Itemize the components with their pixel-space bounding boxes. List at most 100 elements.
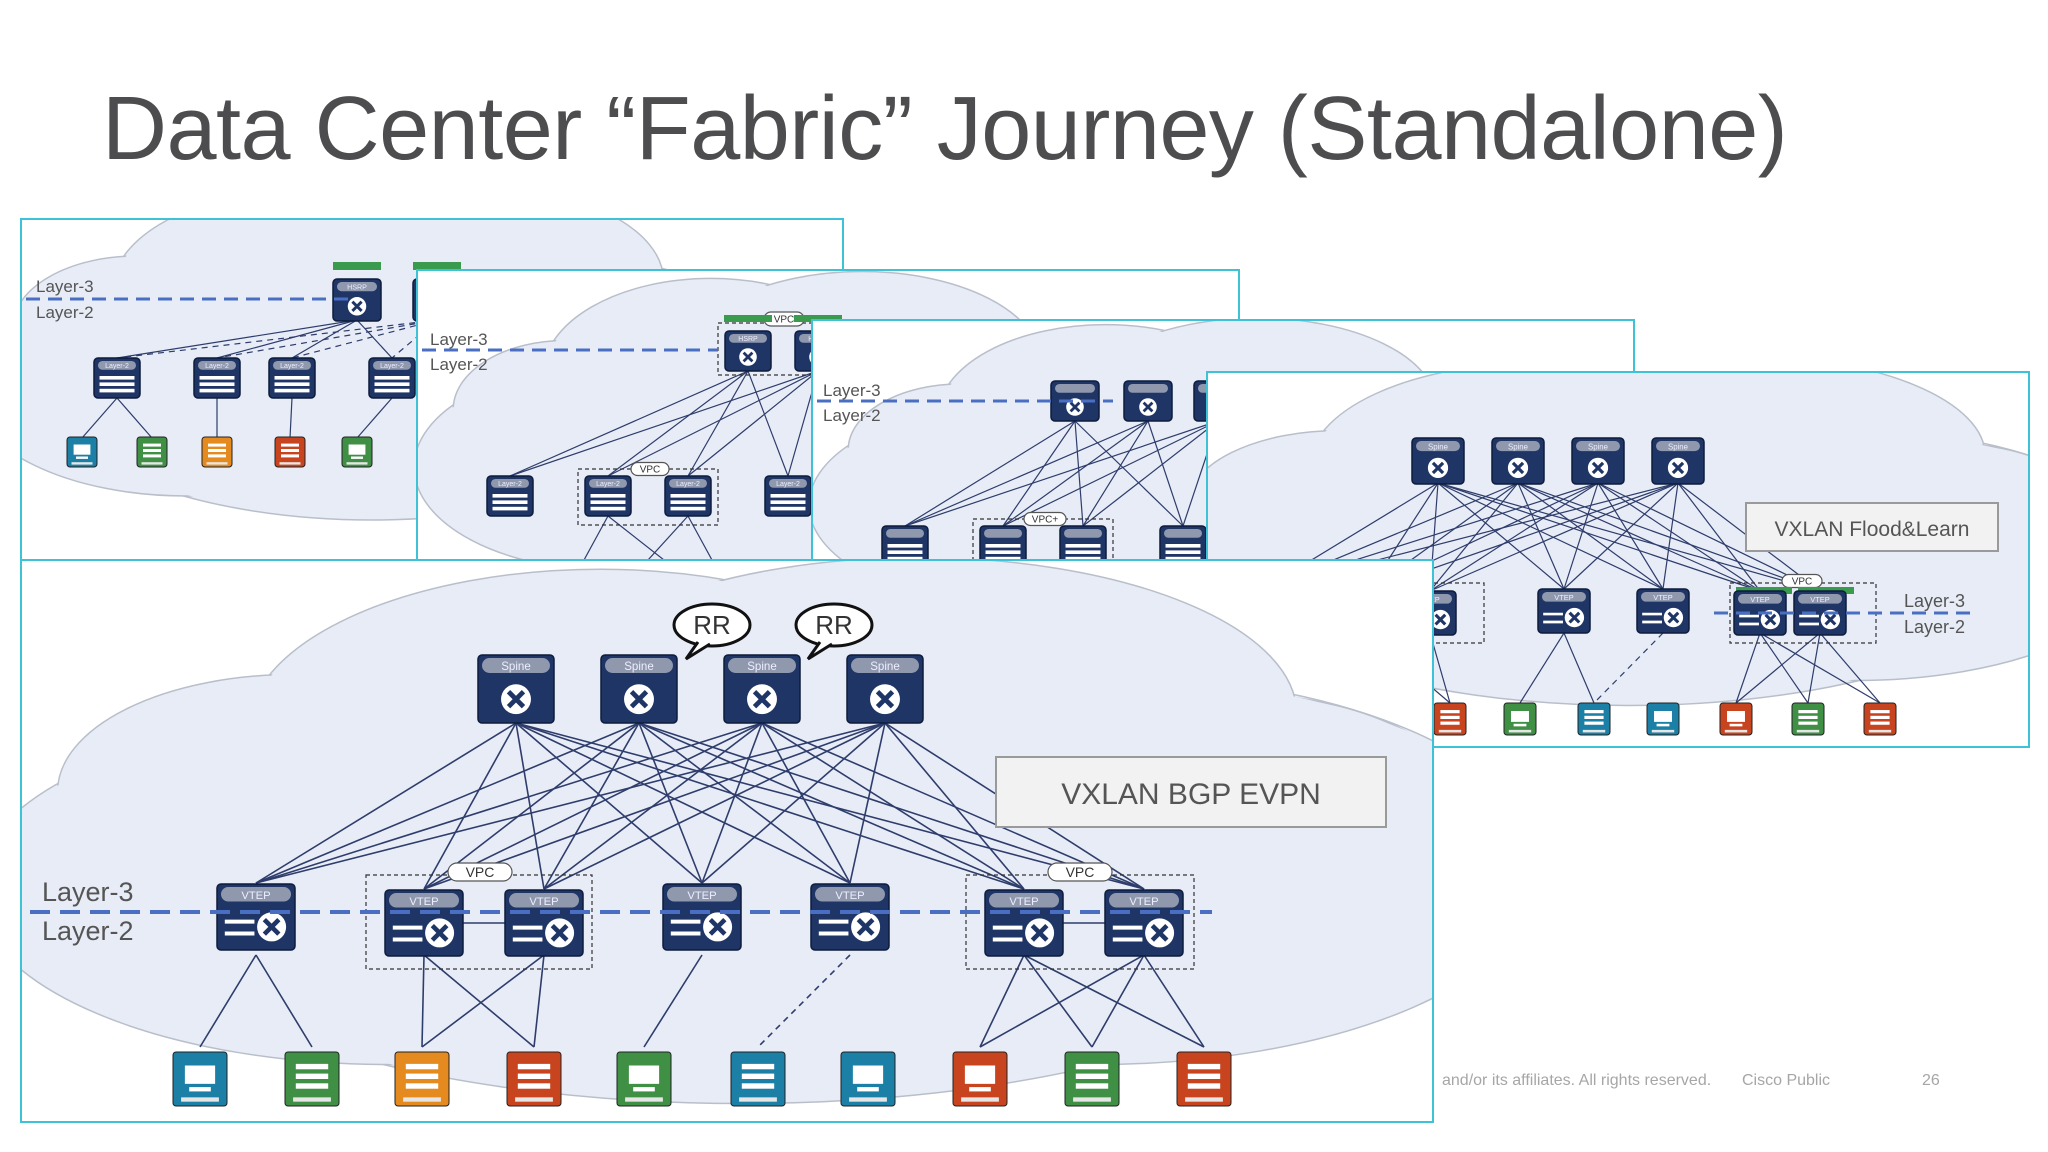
layer2-label: Layer-2 <box>36 303 94 322</box>
network-link <box>1147 420 1184 527</box>
svg-text:Layer-2: Layer-2 <box>498 481 522 488</box>
svg-text:Spine: Spine <box>624 661 654 673</box>
network-link <box>255 722 886 884</box>
network-link <box>701 722 886 884</box>
network-link <box>255 722 517 884</box>
layer3-label: Layer-3 <box>42 877 134 907</box>
network-link <box>849 722 886 884</box>
network-link <box>1143 954 1205 1048</box>
network-link <box>255 954 313 1048</box>
network-link <box>1517 482 1664 590</box>
footer-page-number: 26 <box>1922 1072 1940 1089</box>
svg-text:VTEP: VTEP <box>1009 896 1038 908</box>
network-link <box>289 397 293 439</box>
spine-switch-icon: Spine <box>477 654 555 724</box>
network-link <box>255 722 763 884</box>
network-link <box>1091 954 1145 1048</box>
vpc-tag: VPC <box>447 862 513 882</box>
vtep-switch-icon: VTEP <box>810 883 890 951</box>
svg-text:VPC: VPC <box>1792 577 1813 588</box>
network-link <box>1023 954 1205 1048</box>
server-host-icon <box>730 1051 786 1107</box>
network-link <box>1597 482 1761 592</box>
server-host-icon <box>394 1051 450 1107</box>
network-link <box>607 370 819 477</box>
network-link <box>421 954 425 1048</box>
svg-text:Layer-2: Layer-2 <box>596 481 620 488</box>
vtep-switch-icon: VTEP <box>1104 889 1184 957</box>
network-link <box>638 722 1145 890</box>
network-link <box>1735 632 1761 704</box>
svg-text:Layer-2: Layer-2 <box>280 363 304 370</box>
bgp-evpn-label: VXLAN BGP EVPN <box>1061 778 1321 811</box>
network-link <box>761 722 851 884</box>
flood-learn-label: VXLAN Flood&Learn <box>1775 518 1970 541</box>
svg-text:VTEP: VTEP <box>1810 595 1830 604</box>
spine-switch-icon: Spine <box>723 654 801 724</box>
workstation-host-icon <box>1503 702 1537 736</box>
server-host-icon <box>1433 702 1467 736</box>
spine-switch-icon: Spine <box>846 654 924 724</box>
svg-text:HSRP: HSRP <box>347 284 367 292</box>
vtep-switch-icon: VTEP <box>384 889 464 957</box>
network-link <box>701 722 763 884</box>
route-reflector-bubble: RR <box>672 602 752 661</box>
svg-text:VTEP: VTEP <box>241 890 270 902</box>
spine-switch-icon: Spine <box>1411 437 1465 485</box>
server-host-icon <box>506 1051 562 1107</box>
switch-icon: Layer-2 <box>664 475 712 517</box>
network-link <box>1563 632 1595 704</box>
footer-classification: Cisco Public <box>1742 1072 1831 1089</box>
network-link <box>515 722 545 890</box>
layer2-label: Layer-2 <box>1904 617 1965 637</box>
server-host-icon <box>1577 702 1611 736</box>
network-link <box>761 722 1145 890</box>
network-link <box>391 319 438 359</box>
svg-text:VTEP: VTEP <box>687 890 716 902</box>
svg-text:VPC+: VPC+ <box>1032 515 1059 526</box>
workstation-host-icon <box>66 436 98 468</box>
workstation-host-icon <box>616 1051 672 1107</box>
network-link <box>1597 482 1664 590</box>
layer2-label: Layer-2 <box>823 406 881 425</box>
vpc-tag: VPC <box>630 461 670 477</box>
vtep-switch-icon: VTEP <box>984 889 1064 957</box>
network-link <box>1074 420 1184 527</box>
network-link <box>356 319 393 359</box>
network-link <box>1437 482 1565 590</box>
network-link <box>1593 632 1664 704</box>
svg-text:RR: RR <box>693 610 731 640</box>
network-link <box>1759 632 1809 704</box>
svg-text:Spine: Spine <box>501 661 531 673</box>
network-link <box>216 319 358 359</box>
switch-icon: Layer-2 <box>764 475 812 517</box>
svg-text:Layer-2: Layer-2 <box>105 363 129 370</box>
workstation-host-icon <box>172 1051 228 1107</box>
network-link <box>291 319 438 359</box>
network-link <box>533 954 545 1048</box>
vtep-switch-icon: VTEP <box>1636 588 1690 634</box>
network-link <box>515 722 1025 890</box>
spine-switch-icon: Spine <box>1571 437 1625 485</box>
flood-learn-label-box <box>1745 502 1999 552</box>
network-link <box>1819 632 1881 704</box>
layer3-label: Layer-3 <box>823 381 881 400</box>
network-link <box>638 722 851 884</box>
server-host-icon <box>1176 1051 1232 1107</box>
vtep-switch-icon: VTEP <box>662 883 742 951</box>
network-link <box>116 319 358 359</box>
network-link <box>356 397 393 439</box>
svg-text:VPC: VPC <box>774 315 795 326</box>
network-link <box>638 722 703 884</box>
switch-icon: Layer-2 <box>193 357 241 399</box>
network-link <box>1437 482 1761 592</box>
network-link <box>979 954 1025 1048</box>
network-link <box>291 319 358 359</box>
network-link <box>747 370 789 477</box>
switch-icon: Layer-2 <box>584 475 632 517</box>
server-host-icon <box>284 1051 340 1107</box>
network-link <box>1563 482 1599 590</box>
network-link <box>1519 632 1565 704</box>
